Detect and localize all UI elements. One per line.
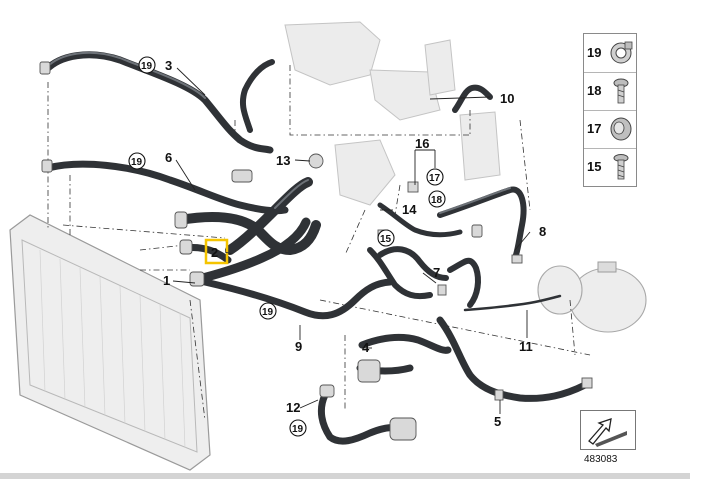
legend-item-15: 15 bbox=[584, 148, 636, 186]
callout-11: 11 bbox=[519, 339, 533, 354]
arrow-icon bbox=[588, 418, 627, 447]
legend-number: 18 bbox=[587, 83, 602, 98]
callout-10: 10 bbox=[500, 91, 514, 106]
callout-5: 5 bbox=[494, 414, 501, 429]
highlight-box bbox=[204, 238, 229, 265]
bolt-icon bbox=[613, 154, 629, 180]
legend-item-18: 18 bbox=[584, 72, 636, 111]
hose-11 bbox=[447, 257, 562, 312]
reference-arrow-box bbox=[580, 410, 636, 450]
expansion-tank bbox=[537, 261, 647, 333]
hose-14 bbox=[377, 202, 463, 238]
circled-19-mid: 19 bbox=[128, 152, 146, 170]
engine-block-ghost bbox=[284, 21, 501, 206]
legend-number: 17 bbox=[587, 121, 602, 136]
callout-4: 4 bbox=[362, 340, 370, 355]
hose-12 bbox=[317, 391, 406, 445]
hose-5 bbox=[436, 316, 589, 402]
clamp-icon bbox=[610, 41, 633, 64]
hose-10 bbox=[239, 59, 493, 133]
callout-3: 3 bbox=[165, 58, 172, 73]
hose-9 bbox=[201, 278, 394, 320]
leader-lines bbox=[172, 67, 531, 414]
callout-1: 1 bbox=[163, 273, 170, 288]
dashed-guide-lines bbox=[47, 65, 591, 421]
hose-7 bbox=[367, 246, 449, 300]
svg-text:18: 18 bbox=[431, 195, 443, 206]
svg-text:15: 15 bbox=[380, 234, 392, 245]
small-parts bbox=[39, 61, 593, 441]
legend-item-17: 17 bbox=[584, 110, 636, 149]
diagram-reference-number: 483083 bbox=[584, 454, 618, 465]
screw-icon bbox=[613, 78, 629, 104]
circled-18: 18 bbox=[428, 190, 446, 208]
fastener-legend: 19 18 17 15 bbox=[583, 33, 637, 187]
legend-number: 19 bbox=[587, 45, 602, 60]
callout-14: 14 bbox=[402, 202, 417, 217]
callout-2: 2 bbox=[211, 245, 218, 260]
circled-17: 17 bbox=[426, 168, 444, 186]
circled-19-bottom: 19 bbox=[289, 419, 307, 437]
callout-16: 16 bbox=[415, 136, 429, 151]
circled-15: 15 bbox=[377, 229, 395, 247]
main-hose-bundle bbox=[175, 177, 321, 285]
callout-labels: 3 10 6 13 16 14 2 8 1 7 9 11 4 12 5 bbox=[163, 58, 546, 429]
hose-8 bbox=[437, 186, 527, 261]
sleeve-icon bbox=[610, 117, 632, 141]
callout-6: 6 bbox=[165, 150, 172, 165]
legend-item-19: 19 bbox=[584, 34, 636, 73]
radiator bbox=[9, 214, 211, 471]
circled-callouts: 19 19 19 19 17 18 15 bbox=[128, 56, 446, 437]
hose-3 bbox=[42, 51, 274, 154]
callout-12: 12 bbox=[286, 400, 300, 415]
hose-6 bbox=[44, 160, 289, 215]
callout-9: 9 bbox=[295, 339, 302, 354]
svg-text:19: 19 bbox=[131, 157, 143, 168]
callout-7: 7 bbox=[433, 265, 440, 280]
callout-13: 13 bbox=[276, 153, 290, 168]
bottom-strip bbox=[0, 473, 690, 479]
svg-text:19: 19 bbox=[141, 61, 153, 72]
svg-text:19: 19 bbox=[262, 307, 274, 318]
legend-number: 15 bbox=[587, 159, 602, 174]
callout-8: 8 bbox=[539, 224, 546, 239]
circled-19-low: 19 bbox=[259, 302, 277, 320]
svg-text:17: 17 bbox=[429, 173, 441, 184]
circled-19-top: 19 bbox=[138, 56, 156, 74]
svg-text:19: 19 bbox=[292, 424, 304, 435]
